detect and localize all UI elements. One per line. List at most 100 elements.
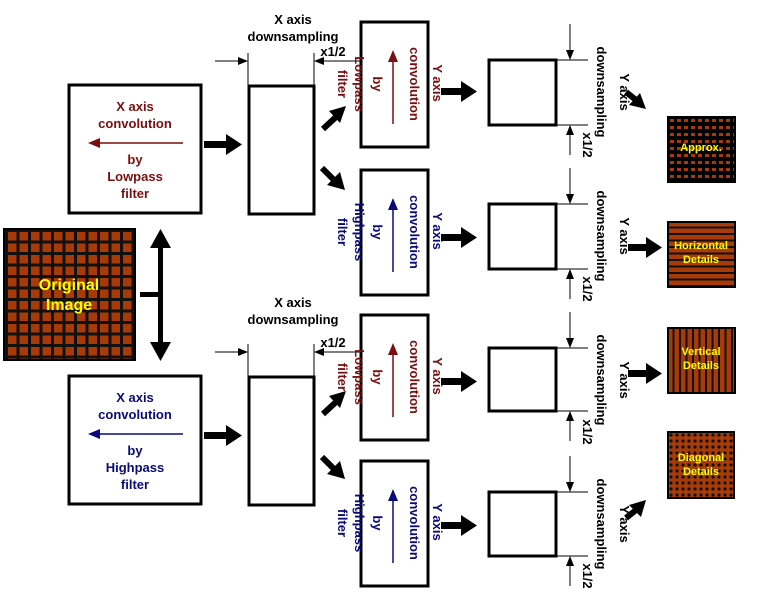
y-lowpass-2-line2: convolution (407, 340, 422, 414)
right-arrow-icon (204, 134, 242, 155)
x-highpass-line3: by (127, 443, 143, 458)
right-arrow-icon (441, 371, 477, 392)
x-downsampling-bottom-line1: X axis (274, 295, 312, 310)
x-lowpass-line2: convolution (98, 116, 172, 131)
x-highpass-line1: X axis (116, 390, 154, 405)
x-lowpass-line4: Lowpass (107, 169, 163, 184)
x-downsampled-highpass-box (247, 375, 316, 507)
diagonal-arrow-down-icon (319, 454, 345, 479)
y-downsampling-3-line2: downsampling (594, 335, 609, 426)
x-lowpass-conv-box: X axis convolution by Lowpass filter (67, 83, 203, 215)
original-image: Original Image (3, 228, 136, 361)
y-downsampling-4-line2: downsampling (594, 479, 609, 570)
y-lowpass-conv-box-1: Y axis convolution by Lowpass filter (335, 20, 445, 149)
output-approx-label: Approx. (680, 142, 722, 154)
y-downsampling-3-factor: x1/2 (580, 419, 595, 444)
x-highpass-line5: filter (121, 477, 149, 492)
y-downsampling-2: downsampling Y axis x1/2 (487, 168, 632, 302)
x-downsampling-top-line2: downsampling (248, 29, 339, 44)
y-downsampling-1-line1: Y axis (617, 73, 632, 110)
split-arrow-icon (140, 229, 171, 361)
right-arrow-icon (204, 425, 242, 446)
y-downsampled-box (487, 202, 558, 271)
up-arrow-icon (388, 198, 398, 210)
y-highpass-1-line1: Y axis (430, 212, 445, 249)
x-highpass-line4: Highpass (106, 460, 165, 475)
x-downsampling-top-factor: x1/2 (320, 44, 345, 59)
x-downsampling-top-line1: X axis (274, 12, 312, 27)
y-lowpass-1-line5: filter (335, 70, 350, 98)
output-horizontal-details: Horizontal Details (667, 221, 736, 288)
y-highpass-1-line2: convolution (407, 195, 422, 269)
original-image-grid (3, 228, 136, 361)
y-downsampling-4-line1: Y axis (617, 505, 632, 542)
output-vertical-details: Vertical Details (667, 327, 736, 394)
x-downsampling-top: X axis downsampling x1/2 (215, 12, 360, 216)
output-diagonal-line2: Details (683, 466, 719, 478)
output-vertical-line2: Details (683, 360, 719, 372)
y-highpass-1-line4: Highpass (352, 203, 367, 262)
diagonal-arrow-up-icon (320, 106, 346, 132)
diagonal-arrow-up-icon (624, 500, 646, 521)
y-highpass-2-line4: Highpass (352, 494, 367, 553)
right-arrow-icon (441, 227, 477, 248)
original-image-label-line2: Image (46, 297, 92, 314)
y-downsampled-box (487, 346, 558, 413)
y-lowpass-1-line3: by (370, 76, 385, 92)
y-highpass-2-line1: Y axis (430, 503, 445, 540)
y-lowpass-2-line1: Y axis (430, 357, 445, 394)
y-lowpass-1-line2: convolution (407, 47, 422, 121)
right-arrow-icon (441, 515, 477, 536)
y-highpass-conv-box-1: Y axis convolution by Highpass filter (335, 168, 445, 297)
up-arrow-icon (388, 489, 398, 501)
up-arrow-icon (388, 50, 398, 62)
y-lowpass-2-line5: filter (335, 363, 350, 391)
x-downsampled-lowpass-box (247, 84, 316, 216)
up-arrow-icon (388, 343, 398, 355)
y-highpass-1-line3: by (370, 224, 385, 240)
y-downsampled-box (487, 490, 558, 558)
original-image-label-line1: Original (39, 277, 99, 294)
y-downsampling-1: downsampling Y axis x1/2 (487, 24, 632, 158)
output-approx: Approx. (667, 116, 736, 183)
x-lowpass-line5: filter (121, 186, 149, 201)
y-downsampling-1-line2: downsampling (594, 47, 609, 138)
y-downsampling-3: downsampling Y axis x1/2 (487, 312, 632, 445)
output-diagonal-details: Diagonal Details (667, 431, 735, 499)
diagonal-arrow-down-icon (624, 89, 646, 109)
x-downsampling-bottom: X axis downsampling x1/2 (215, 295, 360, 507)
y-downsampling-2-line2: downsampling (594, 191, 609, 282)
y-highpass-conv-box-2: Y axis convolution by Highpass filter (335, 459, 445, 588)
y-lowpass-conv-box-2: Y axis convolution by Lowpass filter (335, 313, 445, 442)
y-lowpass-1-line4: Lowpass (352, 56, 367, 112)
diagonal-arrow-up-icon (320, 391, 346, 417)
y-downsampled-box (487, 58, 558, 127)
y-lowpass-2-line4: Lowpass (352, 349, 367, 405)
x-downsampling-bottom-line2: downsampling (248, 312, 339, 327)
x-lowpass-line1: X axis (116, 99, 154, 114)
y-highpass-2-line3: by (370, 515, 385, 531)
right-arrow-icon (628, 237, 662, 258)
output-diagonal-line1: Diagonal (678, 452, 724, 464)
y-lowpass-1-line1: Y axis (430, 64, 445, 101)
output-vertical-line1: Vertical (681, 346, 720, 358)
right-arrow-icon (441, 81, 477, 102)
left-arrow-icon (88, 138, 183, 148)
x-lowpass-line3: by (127, 152, 143, 167)
y-highpass-1-line5: filter (335, 218, 350, 246)
output-horizontal-line1: Horizontal (674, 240, 728, 252)
y-downsampling-2-factor: x1/2 (580, 276, 595, 301)
x-highpass-conv-box: X axis convolution by Highpass filter (67, 374, 203, 506)
diagonal-arrow-down-icon (319, 165, 345, 190)
y-downsampling-1-factor: x1/2 (580, 132, 595, 157)
x-highpass-line2: convolution (98, 407, 172, 422)
y-downsampling-4: downsampling Y axis x1/2 (487, 456, 632, 589)
output-horizontal-line2: Details (683, 254, 719, 266)
y-downsampling-3-line1: Y axis (617, 361, 632, 398)
x-downsampling-bottom-factor: x1/2 (320, 335, 345, 350)
y-lowpass-2-line3: by (370, 369, 385, 385)
left-arrow-icon (88, 429, 183, 439)
y-highpass-2-line5: filter (335, 509, 350, 537)
y-highpass-2-line2: convolution (407, 486, 422, 560)
